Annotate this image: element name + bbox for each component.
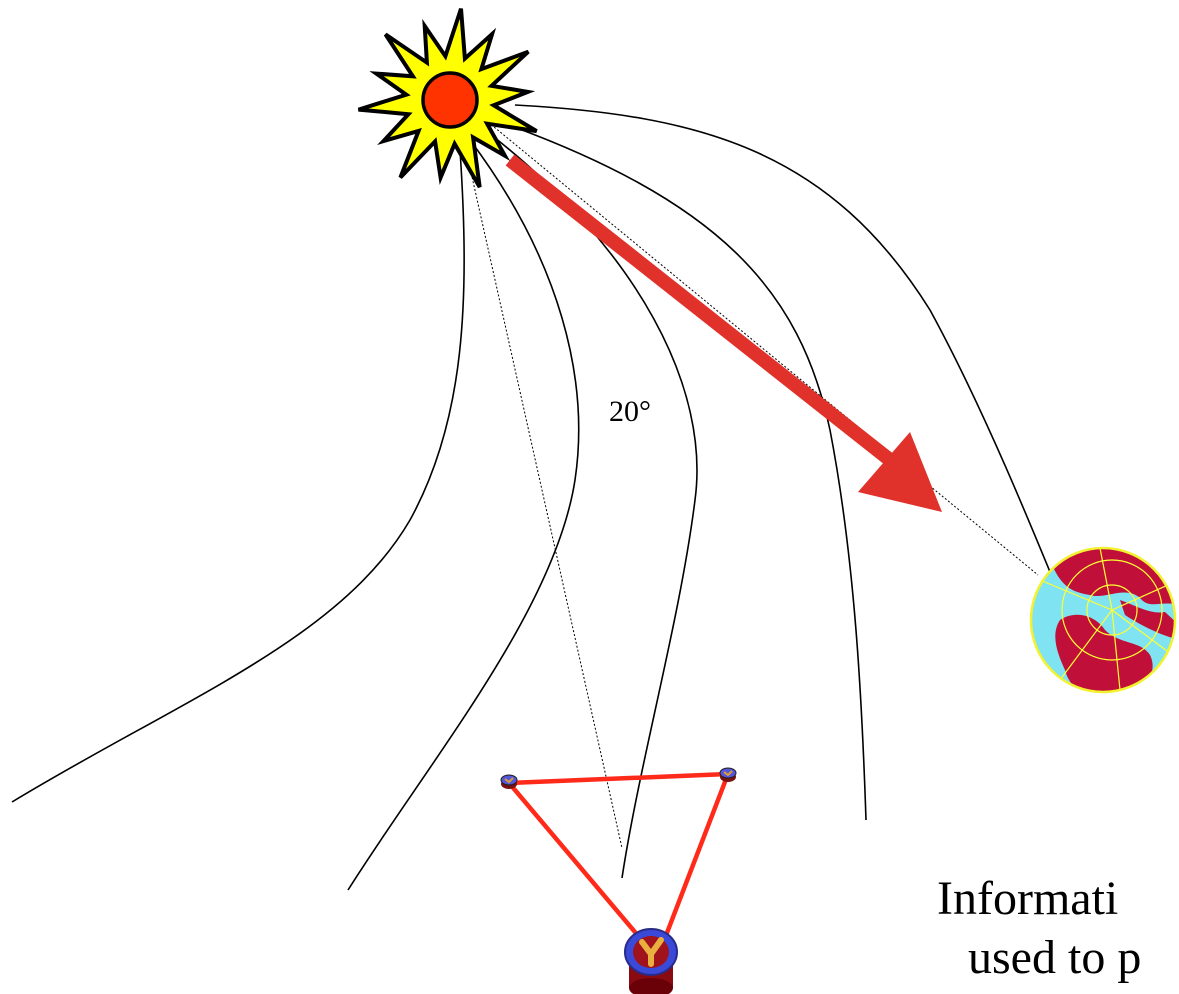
field-line-1 [11, 149, 465, 803]
earthward-arrow [505, 154, 942, 512]
earth-land [1055, 614, 1153, 692]
sight-lines [465, 121, 1039, 849]
spacecraft-icon [719, 767, 737, 782]
sight-line-earth [487, 121, 1039, 576]
field-line-4 [494, 119, 867, 821]
spacecraft-icon [500, 774, 518, 789]
sight-line-spacecraft [465, 149, 623, 849]
constellation-arm-left [507, 781, 642, 940]
sun-core [421, 71, 479, 129]
sun-burst-icon [357, 8, 538, 189]
field-lines [11, 104, 1083, 891]
arrow-shaft [505, 154, 895, 466]
arrow-head [858, 432, 942, 512]
spacecraft-constellation [500, 767, 737, 994]
spacecraft-icon [624, 928, 678, 994]
earth-globe-icon [1029, 546, 1177, 694]
field-line-5 [514, 104, 1083, 651]
field-line-3 [484, 129, 698, 879]
constellation-arm-top [508, 771, 729, 786]
field-line-2 [347, 139, 580, 891]
earth-land [1120, 600, 1175, 640]
caption-line-2: used to p [968, 931, 1141, 984]
caption-line-1: Informati [937, 872, 1118, 925]
constellation-arm-right [662, 773, 731, 939]
angle-label: 20° [609, 395, 651, 428]
